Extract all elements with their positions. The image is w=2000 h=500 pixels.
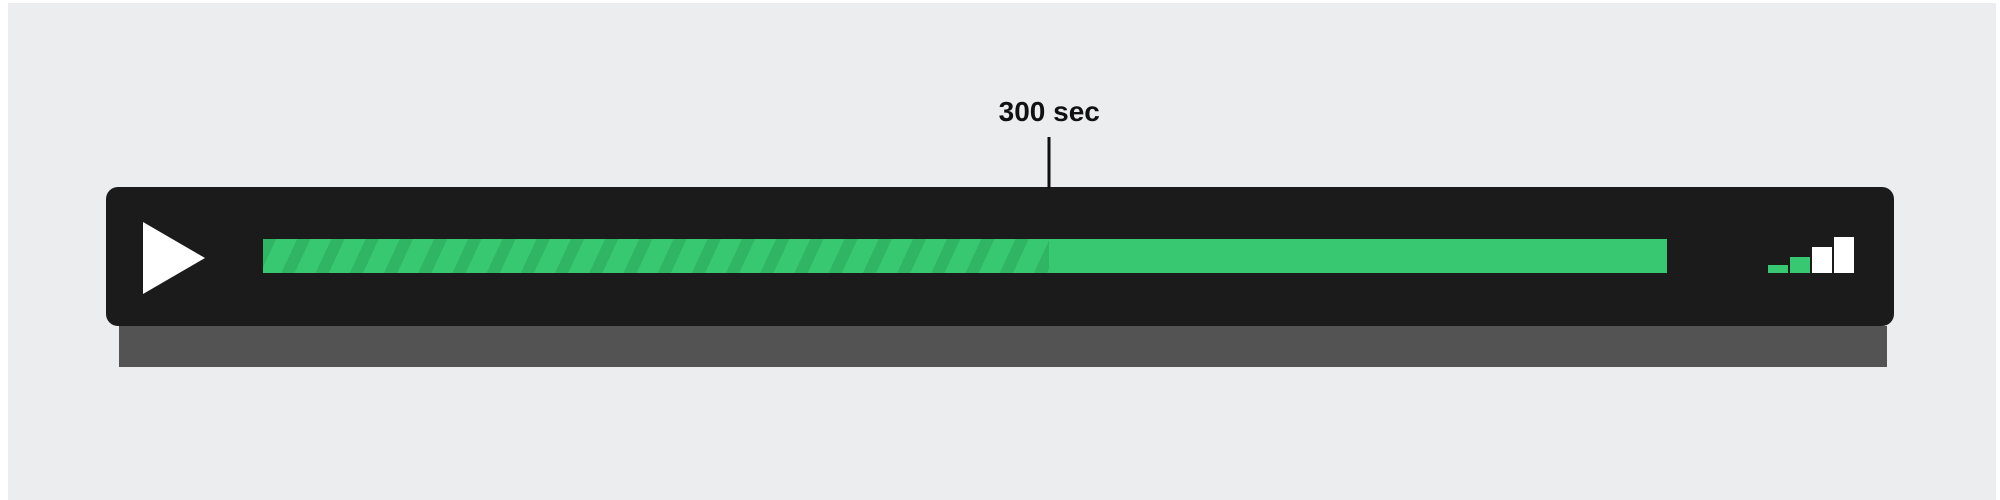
progress-track[interactable] [263,239,1667,273]
play-button[interactable] [143,222,205,294]
media-player [106,187,1894,326]
progress-time-label: 300 sec [998,96,1100,127]
player-shadow [119,326,1887,367]
volume-bar [1790,257,1810,273]
volume-bar [1834,237,1854,273]
volume-level-icon[interactable] [1768,237,1858,275]
progress-marker-line [1047,137,1051,189]
volume-bar [1812,247,1832,273]
progress-played [263,239,1050,273]
volume-bar [1768,265,1788,273]
play-icon [143,222,205,294]
